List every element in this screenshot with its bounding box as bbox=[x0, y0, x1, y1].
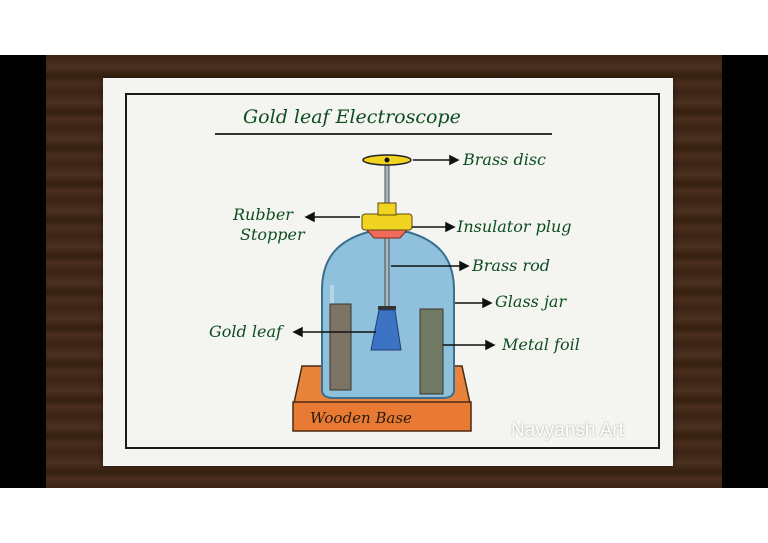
label-glass-jar: Glass jar bbox=[495, 292, 567, 311]
label-rubber-stopper-line2: Stopper bbox=[240, 225, 305, 244]
label-brass-rod: Brass rod bbox=[472, 256, 550, 275]
label-wooden-base: Wooden Base bbox=[310, 409, 412, 427]
metal-foil-left bbox=[329, 303, 352, 391]
label-brass-disc: Brass disc bbox=[463, 150, 546, 169]
watermark-text: Navyansh Art bbox=[511, 420, 624, 441]
gold-leaf-holder bbox=[378, 306, 396, 310]
metal-foil-right bbox=[419, 308, 444, 395]
label-insulator-plug: Insulator plug bbox=[457, 217, 572, 236]
wooden-base-front bbox=[292, 401, 472, 432]
label-metal-foil: Metal foil bbox=[502, 335, 580, 354]
label-rubber-stopper-line1: Rubber bbox=[233, 205, 293, 224]
drawing-border bbox=[125, 93, 660, 449]
label-gold-leaf: Gold leaf bbox=[209, 322, 282, 341]
gold-leaf bbox=[370, 309, 402, 351]
title-underline bbox=[215, 133, 552, 135]
diagram-title: Gold leaf Electroscope bbox=[243, 106, 461, 128]
rubber-stopper bbox=[361, 213, 413, 231]
